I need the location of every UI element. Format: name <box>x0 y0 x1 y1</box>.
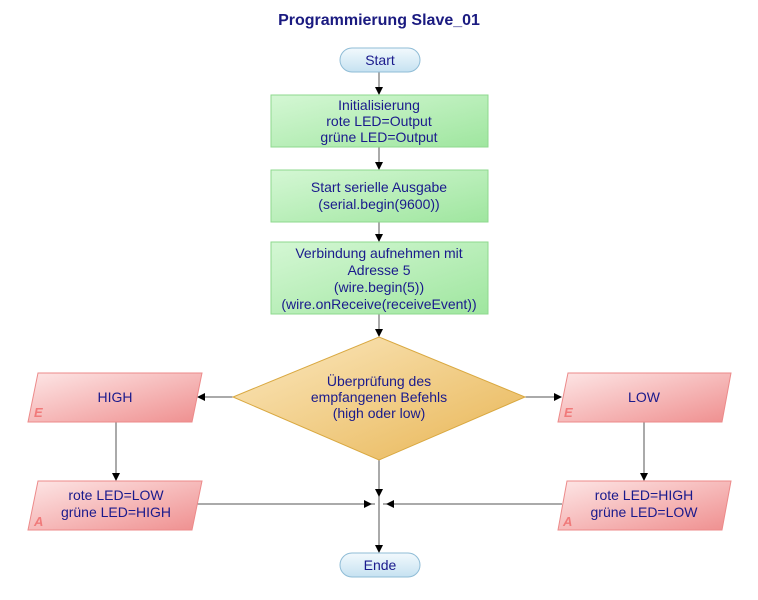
node-end-label: Ende <box>364 557 397 573</box>
node-start-label: Start <box>365 52 395 68</box>
node-init[interactable]: Initialisierung rote LED=Output grüne LE… <box>270 94 489 148</box>
arrow-head <box>375 234 383 242</box>
node-connect-line: Verbindung aufnehmen mit <box>295 245 462 261</box>
arrow-head <box>197 393 205 401</box>
node-init-line: Initialisierung <box>338 97 420 113</box>
node-input-high[interactable]: HIGH E <box>27 372 203 423</box>
node-output-high-line: rote LED=LOW <box>68 487 164 503</box>
node-connect-line: (wire.onReceive(receiveEvent)) <box>281 296 476 312</box>
node-connect-line: (wire.begin(5)) <box>334 279 424 295</box>
node-connect-line: Adresse 5 <box>347 262 410 278</box>
node-start[interactable]: Start <box>339 47 421 73</box>
arrow-head <box>375 329 383 337</box>
input-marker-icon: E <box>564 405 573 420</box>
node-output-high-line: grüne LED=HIGH <box>61 504 171 520</box>
node-input-low[interactable]: LOW E <box>557 372 732 423</box>
node-input-low-label: LOW <box>628 389 661 405</box>
arrow-head <box>640 473 648 481</box>
arrow-head <box>554 393 562 401</box>
node-serial[interactable]: Start serielle Ausgabe (serial.begin(960… <box>270 169 489 223</box>
arrow-head <box>364 500 372 508</box>
node-connect[interactable]: Verbindung aufnehmen mit Adresse 5 (wire… <box>270 241 489 315</box>
node-init-line: rote LED=Output <box>326 113 432 129</box>
node-check[interactable]: Überprüfung des empfangenen Befehls (hig… <box>231 336 527 461</box>
node-end[interactable]: Ende <box>339 552 421 578</box>
node-serial-line: Start serielle Ausgabe <box>311 179 447 195</box>
node-output-low[interactable]: rote LED=HIGH grüne LED=LOW A <box>557 480 732 531</box>
arrow-head <box>375 489 383 497</box>
arrow-head <box>386 500 394 508</box>
output-marker-icon: A <box>33 514 43 529</box>
arrow-head <box>112 473 120 481</box>
arrow-head <box>375 545 383 553</box>
diagram-title: Programmierung Slave_01 <box>278 12 480 29</box>
node-serial-line: (serial.begin(9600)) <box>318 196 439 212</box>
arrow-head <box>375 162 383 170</box>
node-check-line: empfangenen Befehls <box>311 389 447 405</box>
output-marker-icon: A <box>562 514 572 529</box>
input-marker-icon: E <box>34 405 43 420</box>
node-output-low-line: rote LED=HIGH <box>595 487 693 503</box>
node-input-high-label: HIGH <box>98 389 133 405</box>
node-output-high[interactable]: rote LED=LOW grüne LED=HIGH A <box>27 480 203 531</box>
node-output-low-line: grüne LED=LOW <box>591 504 699 520</box>
node-init-line: grüne LED=Output <box>320 129 437 145</box>
arrow-head <box>375 87 383 95</box>
node-check-line: Überprüfung des <box>327 372 431 389</box>
node-check-line: (high oder low) <box>333 405 426 421</box>
connectors <box>112 72 648 553</box>
